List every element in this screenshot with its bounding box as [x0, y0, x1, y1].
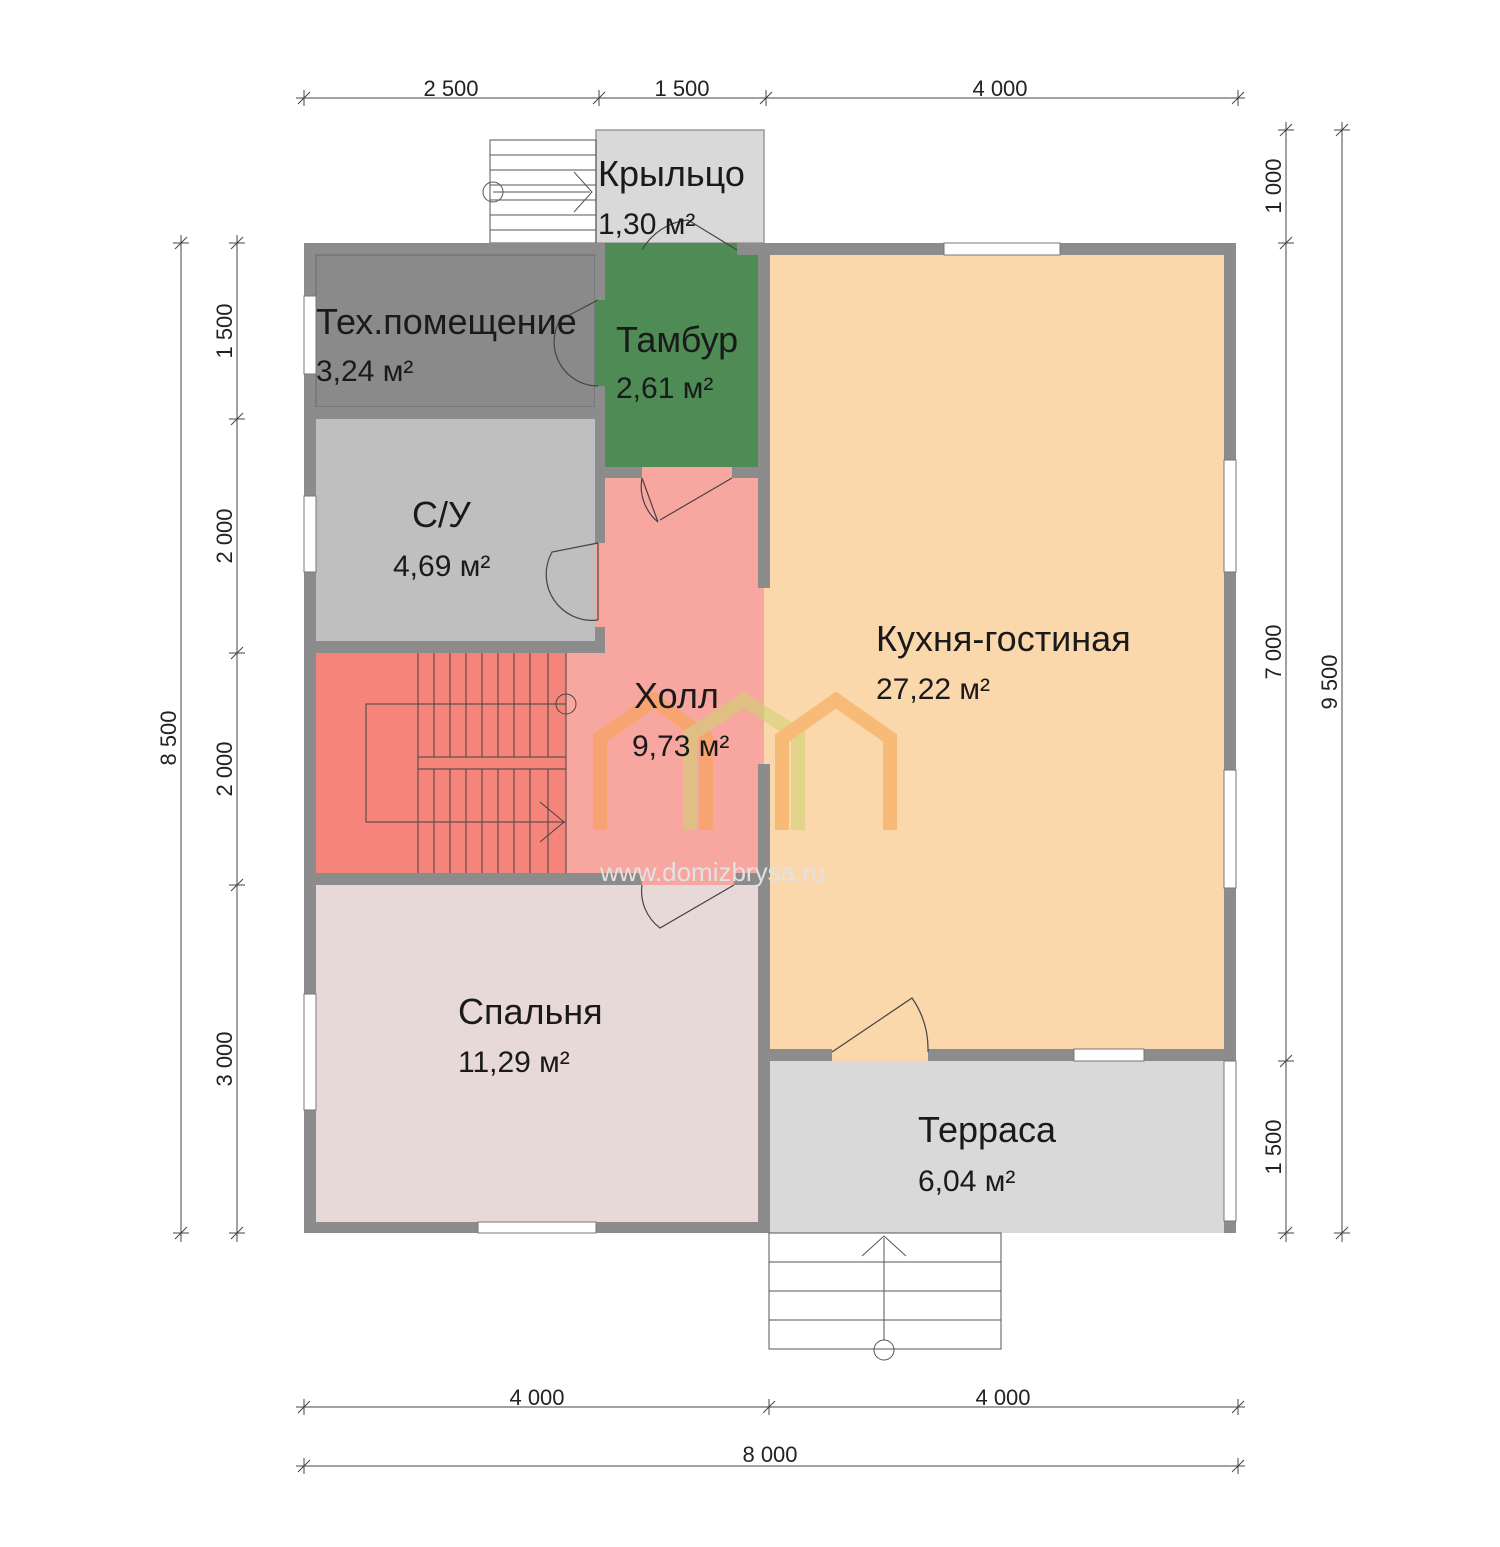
- dim-right-2: 7 000: [1261, 624, 1286, 679]
- porch-name: Крыльцо: [598, 153, 745, 194]
- dim-bottom-1: 4 000: [509, 1385, 564, 1410]
- bedroom-area: 11,29 м²: [458, 1046, 570, 1079]
- terrace-room: [770, 1061, 1224, 1233]
- kitchen-opening-tint: [764, 588, 770, 764]
- bedroom-name: Спальня: [458, 991, 603, 1032]
- tambur-name: Тамбур: [616, 319, 738, 360]
- dim-left-4: 3 000: [212, 1031, 237, 1086]
- bathroom-room: [316, 419, 595, 641]
- dim-top-1: 2 500: [423, 76, 478, 101]
- door-swings: [545, 219, 929, 1053]
- stairs-area: [316, 653, 566, 873]
- dim-top-2: 1 500: [654, 76, 709, 101]
- bathroom-area: 4,69 м²: [393, 550, 490, 583]
- dim-right-outer: 9 500: [1317, 654, 1342, 709]
- dim-right-3: 1 500: [1261, 1119, 1286, 1174]
- dim-left-1: 1 500: [212, 303, 237, 358]
- dim-top-3: 4 000: [972, 76, 1027, 101]
- dim-right-1: 1 000: [1261, 158, 1286, 213]
- dim-left-3: 2 000: [212, 741, 237, 796]
- dimension-lines: [173, 90, 1350, 1474]
- porch-area: 1,30 м²: [598, 208, 695, 241]
- dim-bottom-2: 4 000: [975, 1385, 1030, 1410]
- dim-left-2: 2 000: [212, 508, 237, 563]
- tambur-area: 2,61 м²: [616, 372, 713, 405]
- bathroom-name: С/У: [412, 494, 472, 535]
- porch-stairs: [482, 139, 597, 244]
- kitchen-area: 27,22 м²: [876, 673, 990, 706]
- bedroom-room: [316, 885, 758, 1222]
- windows: [303, 242, 1237, 1234]
- watermark-text: www.domizbrysa.ru: [599, 857, 825, 887]
- door-openings: [595, 243, 1224, 1233]
- tech-name: Тех.помещение: [316, 301, 577, 342]
- main-staircase: [365, 653, 577, 873]
- kitchen-name: Кухня-гостиная: [876, 618, 1131, 659]
- terrace-name: Терраса: [918, 1109, 1057, 1150]
- dim-left-outer: 8 500: [156, 710, 181, 765]
- tech-area: 3,24 м²: [316, 355, 413, 388]
- hall-name: Холл: [634, 675, 719, 716]
- hall-area: 9,73 м²: [632, 730, 729, 763]
- watermark-logo: [593, 691, 897, 830]
- kitchen-room: [770, 255, 1224, 1049]
- dim-total: 8 000: [742, 1442, 797, 1467]
- terrace-area: 6,04 м²: [918, 1165, 1015, 1198]
- tech-room: [315, 254, 596, 408]
- tambur-room: [605, 255, 758, 467]
- terrace-stairs: [768, 1232, 1002, 1361]
- porch-room: [595, 129, 765, 244]
